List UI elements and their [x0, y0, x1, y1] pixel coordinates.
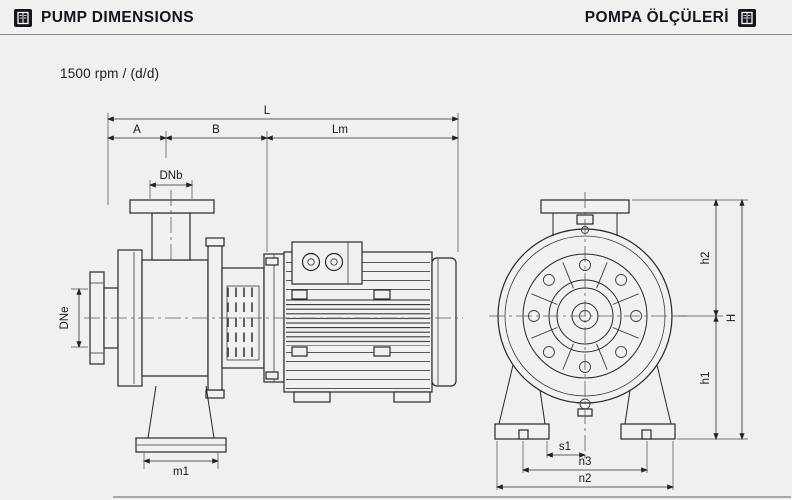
header-left: PUMP DIMENSIONS [14, 9, 194, 27]
book-icon [14, 9, 32, 27]
terminal-box [291, 241, 363, 285]
dim-label-s1: s1 [559, 441, 571, 453]
rpm-subtitle: 1500 rpm / (d/d) [60, 66, 160, 81]
front-feet [494, 364, 676, 440]
dim-label-m1: m1 [173, 466, 189, 478]
dim-label-h2: h2 [700, 252, 712, 265]
discharge-flange [129, 199, 215, 214]
book-icon [738, 9, 756, 27]
dim-label-B: B [212, 124, 220, 136]
dim-label-DNe: DNe [59, 306, 71, 329]
header-divider [0, 34, 792, 35]
centerlines [84, 190, 687, 460]
side-view [89, 199, 457, 453]
dim-label-Lm: Lm [332, 124, 348, 136]
title-turkish: POMPA ÖLÇÜLERİ [584, 9, 729, 26]
dimension-annotations: L A B Lm DNb DNe m1 [59, 105, 748, 490]
dim-label-h1: h1 [700, 372, 712, 385]
motor-feet [293, 391, 431, 403]
dim-label-DNb: DNb [159, 170, 182, 182]
motor-fan-cover [431, 257, 457, 387]
dim-label-L: L [264, 105, 271, 117]
casing-webs [531, 262, 639, 370]
pump-casing [117, 212, 209, 387]
pump-foot [135, 385, 227, 453]
page-header: PUMP DIMENSIONS POMPA ÖLÇÜLERİ [0, 6, 792, 30]
title-english: PUMP DIMENSIONS [41, 9, 194, 26]
dim-label-n3: n3 [579, 456, 592, 468]
dim-label-A: A [133, 124, 141, 136]
header-right: POMPA ÖLÇÜLERİ [585, 9, 756, 27]
dim-label-H: H [726, 314, 738, 322]
dim-label-n2: n2 [579, 473, 592, 485]
